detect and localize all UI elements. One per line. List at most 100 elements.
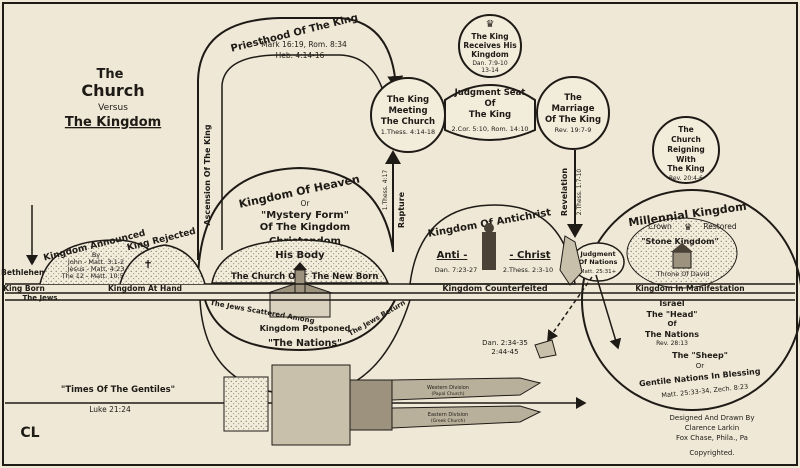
monogram-logo: CL: [20, 425, 39, 441]
priesthood-inner-arc: [221, 54, 383, 250]
statue-image: Western Division (Papal Church) Eastern …: [223, 364, 542, 446]
kingdom-postponed-label: Kingdom Postponed: [260, 324, 351, 333]
svg-text:Crown: Crown: [648, 222, 672, 231]
cross-rejected-icon: ✝: [143, 258, 152, 271]
svg-text:"Mystery Form": "Mystery Form": [261, 210, 349, 221]
svg-text:The "Sheep": The "Sheep": [672, 351, 728, 360]
kingdom-at-hand-label: Kingdom At Hand: [108, 284, 182, 293]
star-icon: ★: [28, 256, 36, 266]
svg-text:1.Thess. 4:14-18: 1.Thess. 4:14-18: [381, 128, 435, 136]
svg-text:13-14: 13-14: [481, 67, 499, 74]
svg-text:Of: Of: [485, 99, 496, 109]
rapture-label: Rapture: [397, 191, 406, 228]
svg-text:The King: The King: [667, 164, 704, 173]
svg-text:Judgment Seat: Judgment Seat: [454, 88, 526, 98]
svg-text:Or: Or: [301, 199, 311, 208]
svg-text:Kingdom Of Heaven: Kingdom Of Heaven: [238, 172, 361, 210]
king-born-label: King Born: [3, 284, 45, 293]
svg-text:The "Head": The "Head": [647, 310, 698, 319]
svg-text:By: By: [92, 251, 100, 259]
svg-text:Versus: Versus: [98, 103, 128, 113]
king-rejected-mound: [119, 244, 206, 285]
stone-path-arrow: [547, 276, 593, 342]
svg-text:John - Matt. 3:1-2: John - Matt. 3:1-2: [67, 258, 124, 266]
bethlehem-label: Bethlehem: [1, 268, 47, 277]
dan-ref2: 2:44-45: [491, 348, 518, 356]
svg-text:(Papal Church): (Papal Church): [432, 391, 465, 397]
times-of-gentiles-label: "Times Of The Gentiles": [61, 385, 175, 395]
svg-text:Mark 16:19, Rom. 8:34: Mark 16:19, Rom. 8:34: [261, 40, 347, 49]
sheep-text: The "Sheep" Or Gentile Nations In Blessi…: [639, 351, 762, 400]
svg-text:Church: Church: [671, 135, 701, 144]
diagram-title: The Church Versus The Kingdom: [65, 67, 161, 130]
svg-text:The Church: The Church: [381, 117, 435, 127]
svg-text:The 12 - Matt. 10:5-8: The 12 - Matt. 10:5-8: [61, 272, 131, 280]
judgment-seat-text: Judgment Seat Of The King 2.Cor. 5:10, R…: [451, 88, 528, 133]
church-building-icon: [267, 262, 333, 318]
svg-text:Designed And Drawn By: Designed And Drawn By: [670, 414, 755, 422]
rapture-ref: 1.Thess. 4:17: [382, 170, 389, 211]
church-reigning-circle: [652, 116, 720, 184]
svg-text:Heb. 4:14-16: Heb. 4:14-16: [276, 51, 325, 60]
marriage-circle: [536, 76, 610, 150]
antichrist-figure-icon: [482, 223, 496, 270]
svg-text:The King: The King: [387, 95, 429, 105]
scattered-curve: [204, 299, 396, 352]
his-body-dome: [211, 239, 390, 284]
priesthood-arc: [197, 17, 404, 260]
svg-text:Or: Or: [696, 362, 705, 370]
svg-text:Church: Church: [81, 81, 144, 100]
svg-text:Meeting: Meeting: [388, 106, 427, 116]
priesthood-label: Priesthood Of The King Mark 16:19, Rom. …: [230, 12, 359, 60]
times-ref-label: Luke 21:24: [89, 405, 131, 414]
svg-text:Restored: Restored: [703, 222, 736, 231]
the-nations-label: "The Nations": [268, 338, 342, 349]
svg-text:2.Cor. 5:10, Rom. 14:10: 2.Cor. 5:10, Rom. 14:10: [451, 125, 528, 133]
king-meeting-church-text: The King Meeting The Church 1.Thess. 4:1…: [381, 95, 435, 136]
svg-text:"Stone Kingdom": "Stone Kingdom": [641, 237, 718, 246]
svg-text:Jesus - Matt. 4:23: Jesus - Matt. 4:23: [67, 265, 125, 273]
svg-text:Of Nations: Of Nations: [579, 258, 618, 266]
crown-restored-icon: ♛: [684, 223, 692, 233]
judgment-nations-text: Judgment Of Nations Matt. 25:31+: [579, 250, 618, 275]
svg-text:The Nations: The Nations: [645, 330, 699, 339]
svg-text:Matt. 25:31+: Matt. 25:31+: [580, 269, 617, 275]
revelation-label: Revelation: [560, 168, 569, 216]
svg-text:Receives His: Receives His: [463, 41, 517, 50]
credit-block: Designed And Drawn By Clarence Larkin Fo…: [670, 414, 755, 457]
svg-text:Rev. 20:4-6: Rev. 20:4-6: [669, 175, 703, 182]
svg-text:Dan. 7:9-10: Dan. 7:9-10: [472, 60, 508, 67]
svg-text:(Greek Church): (Greek Church): [431, 418, 465, 424]
dan-ref1: Dan. 2:34-35: [482, 339, 528, 347]
kingdom-manifestation-label: Kingdom In Manifestation: [635, 284, 744, 293]
svg-text:Reigning: Reigning: [667, 145, 704, 154]
svg-text:With: With: [676, 155, 696, 164]
throne-icon: [671, 243, 693, 269]
svg-text:Rev. 19:7-9: Rev. 19:7-9: [555, 126, 592, 134]
svg-text:Copyrighted.: Copyrighted.: [689, 449, 734, 457]
svg-text:Israel: Israel: [659, 299, 685, 308]
stone-falling-icon: [559, 235, 583, 286]
svg-text:The King: The King: [471, 32, 508, 41]
svg-text:The Kingdom: The Kingdom: [65, 115, 161, 130]
svg-text:Marriage: Marriage: [551, 104, 594, 114]
svg-text:The: The: [564, 93, 582, 103]
church-of-label: The Church Of: [231, 272, 299, 282]
judgment-seat-shape: [444, 84, 536, 141]
svg-text:Kingdom: Kingdom: [471, 50, 509, 59]
antichrist-ref1: Dan. 7:23-27: [435, 266, 477, 274]
his-body-label: His Body: [275, 250, 325, 261]
svg-text:The: The: [97, 67, 124, 82]
king-receives-kingdom-circle: [458, 14, 522, 78]
svg-text:The: The: [678, 125, 694, 134]
svg-text:Of The Kingdom: Of The Kingdom: [260, 222, 350, 233]
kingdom-heaven-arc: [197, 166, 394, 281]
church-reigning-text: The Church Reigning With The King Rev. 2…: [667, 125, 704, 182]
marriage-text: The Marriage Of The King Rev. 19:7-9: [545, 93, 601, 134]
antichrist-ref2: 2.Thess. 2:3-10: [503, 266, 553, 274]
svg-text:Matt. 25:33-34, Zech. 8:23: Matt. 25:33-34, Zech. 8:23: [661, 382, 749, 399]
sheep-arrow: [595, 274, 622, 350]
svg-text:Clarence Larkin: Clarence Larkin: [685, 424, 739, 432]
